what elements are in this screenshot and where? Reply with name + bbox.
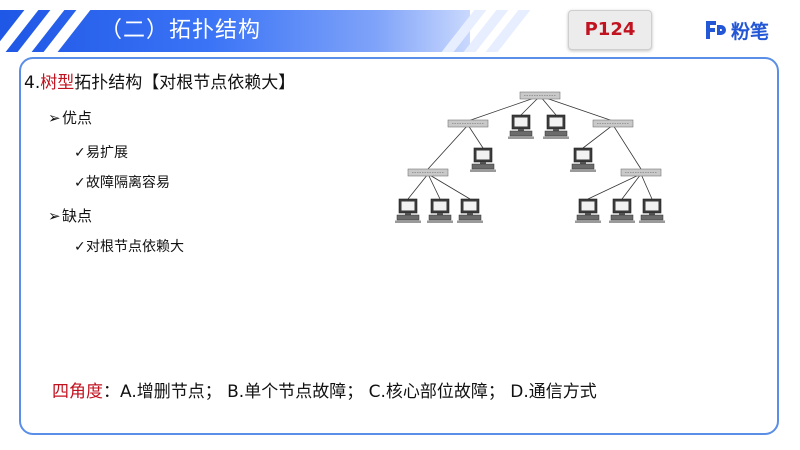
heading-highlight: 树型 bbox=[40, 73, 75, 93]
list-item: ✓对根节点依赖大 bbox=[74, 239, 184, 255]
page-reference-badge: P124 bbox=[568, 10, 652, 50]
check-icon: ✓ bbox=[74, 145, 86, 161]
right-leaf-hub bbox=[620, 168, 662, 177]
content-frame bbox=[19, 57, 779, 435]
computer-icon bbox=[426, 198, 454, 224]
heading-number: 4. bbox=[24, 73, 41, 93]
arrowhead-bullet-icon: ➢ bbox=[48, 207, 61, 225]
computer-icon bbox=[542, 114, 570, 140]
header-banner: （二）拓扑结构 bbox=[0, 0, 800, 56]
computer-icon bbox=[574, 198, 602, 224]
computer-icon bbox=[569, 147, 597, 173]
computer-icon bbox=[638, 198, 666, 224]
cons-label: 缺点 bbox=[62, 207, 93, 225]
left-hub bbox=[447, 119, 489, 128]
right-hub bbox=[592, 119, 634, 128]
perspectives-text: ：A.增删节点； B.单个节点故障； C.核心部位故障； D.通信方式 bbox=[103, 382, 597, 402]
check-icon: ✓ bbox=[74, 239, 86, 255]
check-icon: ✓ bbox=[74, 175, 86, 191]
computer-icon bbox=[507, 114, 535, 140]
computer-icon bbox=[394, 198, 422, 224]
list-item: ✓易扩展 bbox=[74, 145, 128, 161]
section-title: （二）拓扑结构 bbox=[100, 18, 262, 43]
heading-text: 拓扑结构【对根节点依赖大】 bbox=[74, 73, 296, 93]
brand-logo: 粉笔 bbox=[704, 15, 769, 45]
pros-bullet: ➢优点 bbox=[48, 107, 92, 128]
tree-topology-diagram bbox=[394, 91, 666, 224]
cons-bullet: ➢缺点 bbox=[48, 205, 92, 226]
topic-heading: 4.树型拓扑结构【对根节点依赖大】 bbox=[24, 68, 295, 93]
computer-icon bbox=[469, 147, 497, 173]
left-leaf-hub bbox=[407, 168, 449, 177]
computer-icon bbox=[456, 198, 484, 224]
computer-icon bbox=[608, 198, 636, 224]
perspectives-label: 四角度 bbox=[52, 382, 103, 402]
pros-label: 优点 bbox=[62, 109, 93, 127]
four-perspectives-line: 四角度：A.增删节点； B.单个节点故障； C.核心部位故障； D.通信方式 bbox=[52, 377, 597, 402]
list-item: ✓故障隔离容易 bbox=[74, 175, 170, 191]
arrowhead-bullet-icon: ➢ bbox=[48, 109, 61, 127]
root-hub bbox=[519, 91, 561, 100]
fenbi-logo-icon bbox=[706, 21, 726, 39]
brand-name: 粉笔 bbox=[731, 20, 770, 43]
